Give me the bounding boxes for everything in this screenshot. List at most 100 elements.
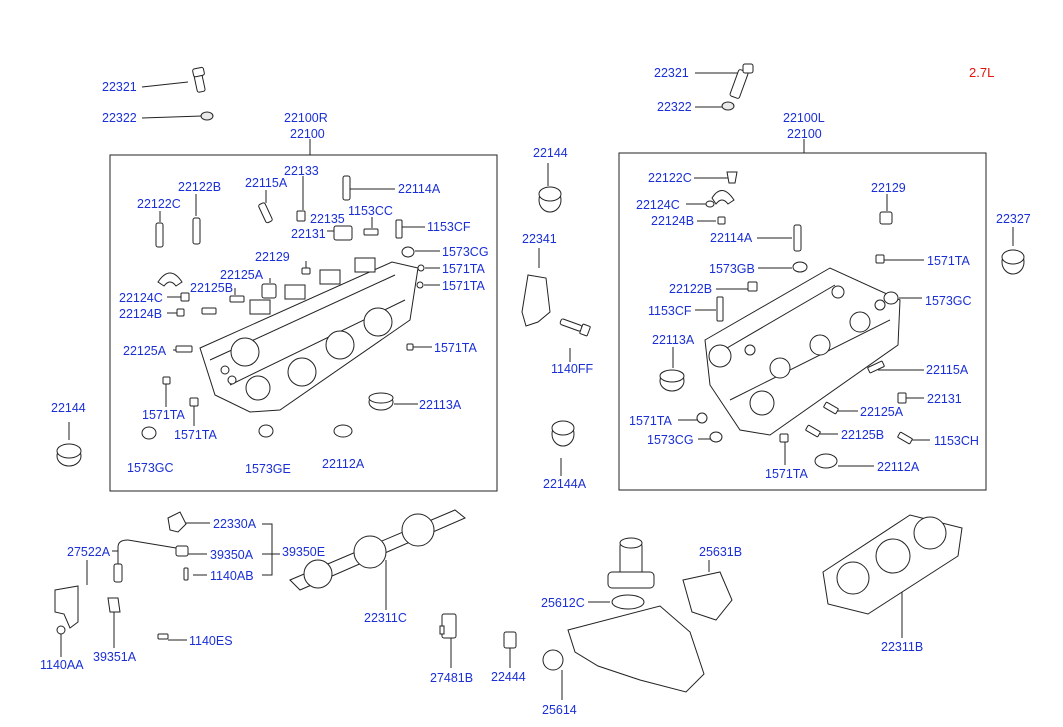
label-22133[interactable]: 22133 [284,164,319,178]
label-1140ab[interactable]: 1140AB [210,569,254,583]
label-1153cf-right[interactable]: 1153CF [427,220,471,234]
label-22444[interactable]: 22444 [491,670,526,684]
label-22144-left[interactable]: 22144 [51,401,86,415]
label-22321-left[interactable]: 22321 [654,66,689,80]
part-22114a-right [342,175,351,201]
label-22124c-left[interactable]: 22124C [636,198,680,212]
gasket-22311b [822,514,963,615]
label-1571ta-right-4[interactable]: 1571TA [142,408,185,422]
label-22122c-left[interactable]: 22122C [648,171,692,185]
label-1153ch[interactable]: 1153CH [934,434,979,448]
label-22122c-right[interactable]: 22122C [137,197,181,211]
washer-22322-right [200,111,214,121]
part-1571ta-left-2 [696,412,708,424]
label-1153cf-left[interactable]: 1153CF [648,304,692,318]
label-22322-left[interactable]: 22322 [657,100,692,114]
label-1571ta-right-1[interactable]: 1571TA [442,262,485,276]
label-1571ta-left-3[interactable]: 1571TA [765,467,808,481]
part-22122b-left [747,281,758,292]
label-22122b-left[interactable]: 22122B [669,282,713,296]
label-22112a-right[interactable]: 22112A [322,457,365,471]
label-22125a-right-2[interactable]: 22125A [123,344,167,358]
label-22124b-right[interactable]: 22124B [119,307,163,321]
label-25612c[interactable]: 25612C [541,596,585,610]
cylinder-head-left-group-box [618,152,987,491]
label-22129-right[interactable]: 22129 [255,250,290,264]
label-39350a[interactable]: 39350A [210,548,254,562]
part-22124c-left [711,190,735,205]
part-22330a [167,511,187,533]
part-1571ta-right-5 [189,397,199,407]
label-22115a-left[interactable]: 22115A [926,363,969,377]
label-22100l[interactable]: 22100L [783,111,825,125]
label-1153cc[interactable]: 1153CC [348,204,393,218]
label-22125a-right-1[interactable]: 22125A [220,268,264,282]
label-22322-right[interactable]: 22322 [102,111,137,125]
label-22321-right[interactable]: 22321 [102,80,137,94]
label-22113a-right[interactable]: 22113A [419,398,462,412]
seal-22113a-left [659,369,685,392]
label-22341[interactable]: 22341 [522,232,557,246]
label-22114a-right[interactable]: 22114A [398,182,441,196]
part-27522a-sensor [113,563,123,583]
label-22125a-left[interactable]: 22125A [860,405,904,419]
label-22125b-right[interactable]: 22125B [190,281,234,295]
part-22131-right [333,225,353,241]
housing-25631b [682,571,733,621]
part-1573cg-right [401,246,415,258]
label-1571ta-left-1[interactable]: 1571TA [927,254,970,268]
label-22124c-right[interactable]: 22124C [119,291,163,305]
label-1140aa[interactable]: 1140AA [40,658,84,672]
label-22125b-left[interactable]: 22125B [841,428,885,442]
label-25614[interactable]: 25614 [542,703,577,717]
label-1571ta-left-2[interactable]: 1571TA [629,414,672,428]
part-1571ta-right-1 [417,264,425,272]
label-27522a[interactable]: 27522A [67,545,111,559]
part-22114a-left [793,224,802,252]
label-1573cg-right[interactable]: 1573CG [442,245,489,259]
label-27481b[interactable]: 27481B [430,671,474,685]
label-1573cg-left[interactable]: 1573CG [647,433,694,447]
cylinder-head-right [199,257,419,413]
label-1571ta-right-5[interactable]: 1571TA [174,428,217,442]
label-1573ge[interactable]: 1573GE [245,462,291,476]
label-22144a[interactable]: 22144A [543,477,587,491]
cap-22327 [1001,249,1025,275]
label-25631b[interactable]: 25631B [699,545,743,559]
label-39351a[interactable]: 39351A [93,650,137,664]
label-22112a-left[interactable]: 22112A [877,460,920,474]
label-22100-left[interactable]: 22100 [787,127,822,141]
wire-27522a [117,539,177,564]
label-22131-right[interactable]: 22131 [291,227,326,241]
label-22131-left[interactable]: 22131 [927,392,962,406]
label-22311b[interactable]: 22311B [881,640,924,654]
label-22124b-left[interactable]: 22124B [651,214,695,228]
bolt-1140aa [56,625,66,635]
label-22114a-left[interactable]: 22114A [710,231,753,245]
part-22124b-left [717,216,726,225]
part-22124c-right-b [180,292,190,302]
label-22100-right[interactable]: 22100 [290,127,325,141]
label-22327[interactable]: 22327 [996,212,1031,226]
label-22122b-right[interactable]: 22122B [178,180,222,194]
label-22330a[interactable]: 22330A [213,517,257,531]
label-1140es[interactable]: 1140ES [189,634,233,648]
label-1571ta-right-3[interactable]: 1571TA [434,341,477,355]
label-22311c[interactable]: 22311C [364,611,407,625]
label-1140ff[interactable]: 1140FF [551,362,594,376]
part-22122b-right [192,217,201,245]
label-22144-middle[interactable]: 22144 [533,146,568,160]
label-22100r[interactable]: 22100R [284,111,328,125]
label-39350e[interactable]: 39350E [282,545,326,559]
label-1571ta-right-2[interactable]: 1571TA [442,279,485,293]
label-22129-left[interactable]: 22129 [871,181,906,195]
label-1573gc-left[interactable]: 1573GC [925,294,972,308]
label-22115a-right[interactable]: 22115A [245,176,288,190]
engine-variant-label: 2.7L [969,65,995,80]
bracket-1140aa [54,585,79,629]
label-22113a-left[interactable]: 22113A [652,333,695,347]
label-1573gb[interactable]: 1573GB [709,262,755,276]
label-1573gc-right[interactable]: 1573GC [127,461,174,475]
part-22122c-right [155,222,164,248]
label-22135[interactable]: 22135 [310,212,345,226]
